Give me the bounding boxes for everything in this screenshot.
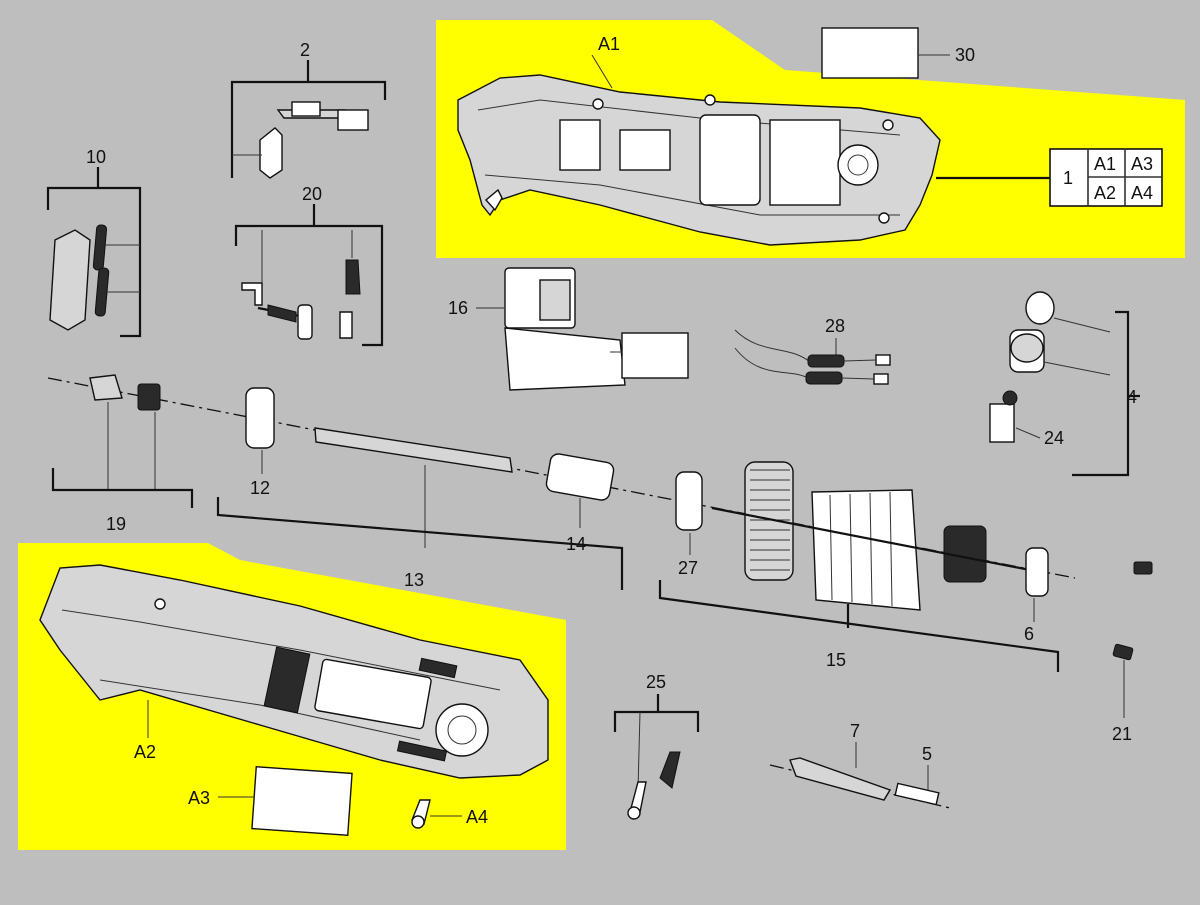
assembly-table-cell-a4: A4 [1131, 183, 1153, 203]
callout-27: 27 [678, 558, 698, 578]
callout-12: 12 [250, 478, 270, 498]
brush-holder-parts [49, 224, 140, 331]
set-screw-21b [1112, 643, 1134, 661]
assembly-table: 1 A1 A3 A2 A4 [936, 148, 1163, 207]
bearing-27 [675, 471, 703, 531]
lock-pin-parts [241, 230, 361, 340]
callout-7: 7 [850, 721, 860, 741]
callout-30: 30 [955, 45, 975, 65]
callout-13: 13 [404, 570, 424, 590]
callout-28: 28 [825, 316, 845, 336]
callout-5: 5 [922, 744, 932, 764]
bearing-6 [1025, 547, 1049, 597]
callout-20: 20 [302, 184, 322, 204]
assembly-table-cell-a2: A2 [1094, 183, 1116, 203]
bearing-12 [245, 387, 275, 449]
cable-sleeve-parts [769, 742, 951, 809]
callout-21: 21 [1112, 724, 1132, 744]
callout-19: 19 [106, 514, 126, 534]
screw-a4 [411, 799, 431, 829]
label-plate-a3 [251, 765, 353, 837]
callout-16: 16 [448, 298, 468, 318]
callout-10: 10 [86, 147, 106, 167]
assembly-table-cell-a1: A1 [1094, 154, 1116, 174]
sleeve-14 [545, 453, 615, 501]
brush-cap-parts [989, 291, 1055, 443]
housing-half-a2 [39, 564, 549, 779]
collet-nut-parts [89, 374, 161, 411]
carbon-brush-wires [734, 329, 891, 385]
callout-25: 25 [646, 672, 666, 692]
screw-clamp-parts [627, 711, 681, 820]
callout-a4: A4 [466, 807, 488, 827]
callout-2: 2 [300, 40, 310, 60]
housing-half-a1 [457, 74, 941, 246]
switch-parts [232, 101, 369, 179]
assembly-table-cell-a3: A3 [1131, 154, 1153, 174]
callout-15: 15 [826, 650, 846, 670]
callout-6: 6 [1024, 624, 1034, 644]
set-screw-21a [1133, 561, 1153, 575]
callout-a3: A3 [188, 788, 210, 808]
assembly-table-label: 1 [1063, 168, 1073, 188]
callout-14: 14 [566, 534, 586, 554]
label-plate-30 [821, 27, 919, 79]
callout-4: 4 [1127, 387, 1137, 407]
callout-a2: A2 [134, 742, 156, 762]
callout-a1: A1 [598, 34, 620, 54]
armature-15 [711, 461, 1031, 611]
callout-24: 24 [1044, 428, 1064, 448]
switch-module [504, 267, 689, 391]
spindle-shaft-13 [314, 427, 513, 473]
